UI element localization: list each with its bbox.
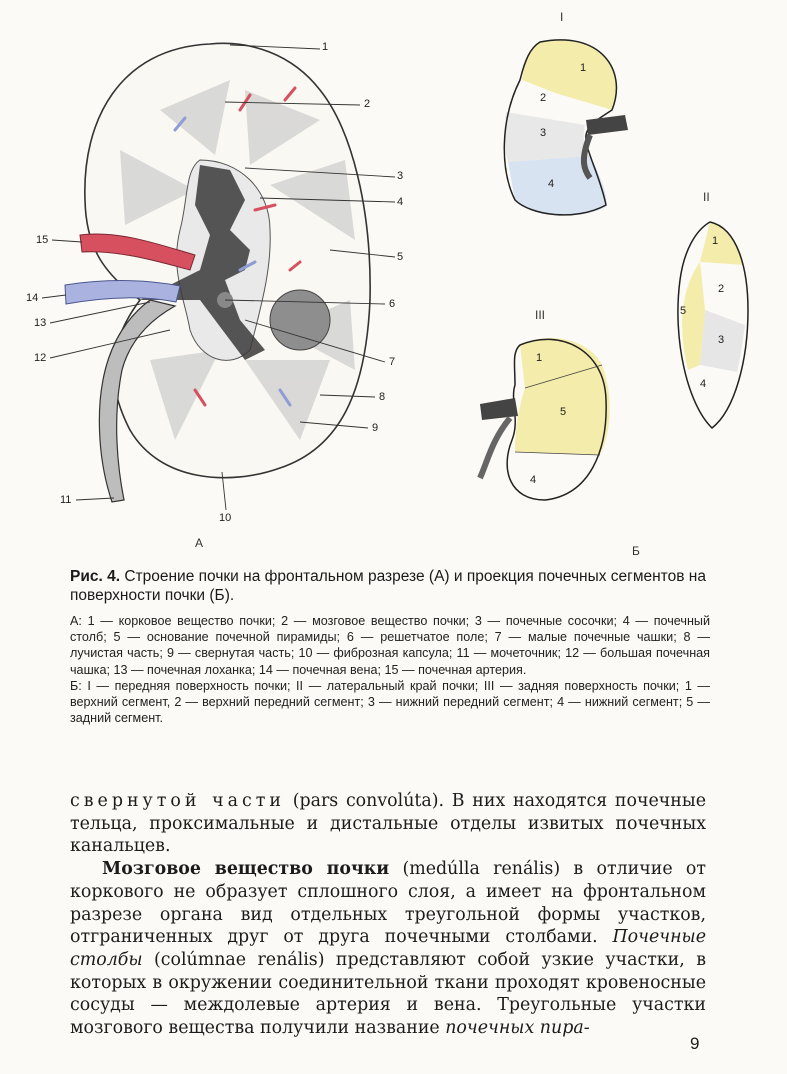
callout-11: 11 [60,494,71,506]
seg-I-1: 1 [580,62,586,74]
callout-10: 10 [219,512,231,524]
seg-II-4: 4 [700,378,706,390]
seg-III-1: 1 [536,352,542,364]
seg-II-3: 3 [718,334,724,346]
seg-II-2: 2 [718,283,724,295]
callout-9: 9 [372,422,378,434]
caption-title-text: Строение почки на фронтальном разрезе (А… [70,568,706,604]
callout-2: 2 [364,98,370,110]
seg-I-3: 3 [540,127,546,139]
callout-1: 1 [322,41,328,53]
callout-5: 5 [397,251,403,263]
italic-term-2: почечных пира- [445,1018,589,1038]
panel-label-b: Б [632,544,640,558]
view-label-I: I [560,10,563,24]
callout-15: 15 [36,234,48,246]
paragraph-2: Мозговое вещество почки (medúlla renális… [70,858,706,1040]
seg-II-1: 1 [712,235,718,247]
figure-number: Рис. 4. [70,568,120,585]
seg-II-5: 5 [680,305,686,317]
callout-4: 4 [397,196,403,208]
paragraph-2-text-2: (colúmnae renális) представляют собой уз… [70,950,706,1038]
page-number: 9 [690,1034,699,1054]
caption-legend-a: А: 1 — корковое вещество почки; 2 — мозг… [70,613,710,678]
caption-title: Рис. 4. Строение почки на фронтальном ра… [70,567,710,605]
seg-I-4: 4 [548,178,554,190]
callout-8: 8 [379,391,385,403]
panel-label-a: А [195,536,203,550]
view-label-III: III [535,308,545,322]
figure: 1 2 3 4 5 6 7 8 9 10 11 12 13 14 15 1 2 … [0,0,787,560]
segment-view-II [678,222,748,428]
seg-I-2: 2 [540,92,546,104]
bold-term: Мозговое вещество почки [102,859,389,879]
body-text: свернутой части (pars convolúta). В них … [70,790,706,1040]
seg-III-4: 4 [530,474,536,486]
seg-III-5: 5 [560,406,566,418]
callout-3: 3 [397,170,403,182]
paragraph-1: свернутой части (pars convolúta). В них … [70,790,706,858]
callout-6: 6 [389,298,395,310]
segment-view-I [504,40,628,216]
callout-13: 13 [34,317,46,329]
spaced-term: свернутой части [70,791,285,811]
callout-14: 14 [26,292,38,304]
segment-view-III [480,338,610,500]
caption-legend-b: Б: I — передняя поверхность почки; II — … [70,678,710,727]
kidney-illustration [0,0,787,560]
callout-7: 7 [389,356,395,368]
callout-12: 12 [34,352,46,364]
figure-caption: Рис. 4. Строение почки на фронтальном ра… [70,567,710,726]
view-label-II: II [703,190,710,204]
